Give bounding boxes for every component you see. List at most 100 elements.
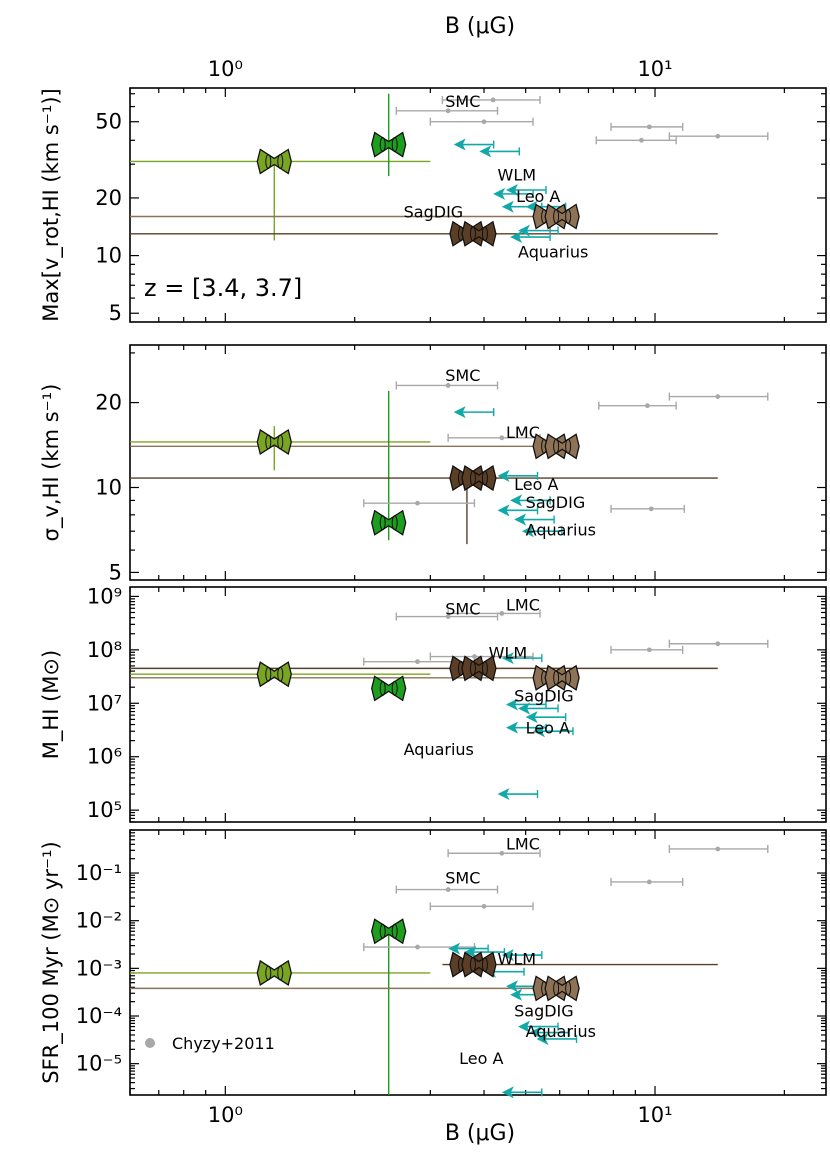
sim-marker-inner-right xyxy=(277,153,284,169)
upper-limit-arrow xyxy=(514,513,527,526)
upper-limit-arrow xyxy=(453,406,466,419)
galaxy-label: SMC xyxy=(445,599,480,618)
sim-marker-offset-inner-left xyxy=(553,208,560,224)
y-axis-title: σ_v,HI (km s⁻¹) xyxy=(39,384,64,542)
panel-frame xyxy=(129,344,827,581)
upper-limit-arrow xyxy=(464,946,477,959)
y-tick-label: 10⁻³ xyxy=(76,956,122,980)
sim-marker-inner-left xyxy=(379,680,386,696)
y-tick-label: 10⁻⁵ xyxy=(76,1052,122,1076)
upper-limit-arrow xyxy=(506,698,519,711)
observed-point xyxy=(646,647,652,653)
sim-marker-offset-inner-right xyxy=(565,670,572,686)
upper-limit-arrow xyxy=(497,788,510,801)
upper-limit-arrow xyxy=(501,949,514,962)
y-tick-label: 10⁻⁴ xyxy=(76,1004,122,1028)
sim-marker-inner-right xyxy=(391,137,398,153)
observed-point xyxy=(715,846,721,852)
sim-marker-offset-inner-right xyxy=(565,208,572,224)
observed-point xyxy=(499,611,505,616)
sim-marker-inner-left xyxy=(265,666,272,682)
upper-limit-arrow xyxy=(518,702,531,715)
upper-limit-arrow xyxy=(521,525,534,538)
sim-marker-inner-right xyxy=(277,434,284,450)
upper-limit-arrow xyxy=(510,231,523,244)
observed-point xyxy=(445,108,451,114)
sim-marker-inner-left xyxy=(379,923,386,939)
y-axis-title: M_HI (M⊙) xyxy=(39,650,64,759)
galaxy-label: WLM xyxy=(498,166,537,185)
top-x-tick-label: 10⁰ xyxy=(208,57,243,81)
galaxy-label: SMC xyxy=(445,366,480,385)
upper-limit-arrow xyxy=(506,721,519,734)
y-tick-label: 10⁵ xyxy=(87,798,122,822)
upper-limit-arrow xyxy=(506,184,519,197)
upper-limit-arrow xyxy=(479,145,492,158)
upper-limit-arrow xyxy=(518,1020,531,1033)
y-tick-label: 50 xyxy=(95,110,122,134)
galaxy-label: WLM xyxy=(498,950,537,969)
sim-marker xyxy=(371,675,407,702)
galaxy-label: LMC xyxy=(506,596,540,615)
sim-marker-inner-left xyxy=(265,153,272,169)
y-tick-label: 10⁸ xyxy=(87,638,122,662)
y-tick-label: 10⁷ xyxy=(87,691,122,715)
legend-label: Chyzy+2011 xyxy=(172,1034,275,1053)
sim-marker-inner-right xyxy=(277,666,284,682)
sim-marker-offset-inner-left xyxy=(469,470,476,486)
sim-marker-inner-left xyxy=(379,137,386,153)
upper-limit-arrow xyxy=(501,200,514,213)
upper-limit-arrow xyxy=(510,494,523,507)
upper-limit-arrow xyxy=(448,942,461,955)
upper-limit-arrow xyxy=(518,224,531,237)
observed-point xyxy=(648,506,654,512)
galaxy-label: Leo A xyxy=(516,187,560,206)
galaxy-label: Aquarius xyxy=(518,243,588,262)
galaxy-label: Aquarius xyxy=(526,520,596,539)
sim-marker-inner-right xyxy=(391,923,398,939)
upper-limit-arrow xyxy=(501,652,514,665)
panel-frame xyxy=(129,87,827,323)
observed-point xyxy=(472,654,477,659)
sim-marker-offset-inner-left xyxy=(553,980,560,996)
observed-point xyxy=(644,403,650,409)
observed-point xyxy=(445,383,451,388)
observed-point xyxy=(646,879,652,885)
observed-point xyxy=(445,887,451,892)
sim-marker-offset-inner-right xyxy=(481,957,488,973)
galaxy-label: Leo A xyxy=(459,1049,503,1068)
upper-limit-arrow xyxy=(501,1086,514,1099)
observed-point xyxy=(639,137,644,143)
sim-marker xyxy=(256,959,292,987)
galaxy-label: LMC xyxy=(506,834,540,853)
sim-marker-inner-left xyxy=(379,515,386,531)
sim-marker-offset-inner-right xyxy=(565,438,572,454)
galaxy-label: Aquarius xyxy=(404,740,474,759)
galaxy-label: SagDIG xyxy=(514,1002,574,1021)
sim-marker-offset-inner-right xyxy=(481,660,488,676)
y-axis-title: Max[v_rot,HI (km s⁻¹)] xyxy=(39,88,64,321)
legend: Chyzy+2011 xyxy=(145,1034,275,1053)
y-tick-label: 10 xyxy=(95,244,122,268)
upper-limit-arrow xyxy=(493,187,506,200)
y-axis-title: SFR_100 Myr (M⊙ yr⁻¹) xyxy=(39,841,64,1083)
galaxy-label: WLM xyxy=(489,643,528,662)
y-tick-label: 10⁻¹ xyxy=(76,861,122,885)
galaxy-label: Leo A xyxy=(514,475,558,494)
sim-marker-offset-inner-right xyxy=(481,226,488,242)
upper-limit-arrow xyxy=(506,980,519,993)
observed-point xyxy=(490,97,496,103)
upper-limit-arrow xyxy=(453,138,466,151)
bottom-x-tick-label: 10¹ xyxy=(637,1103,672,1127)
sim-marker-offset-inner-left xyxy=(553,438,560,454)
upper-limit-arrow xyxy=(532,725,545,738)
y-tick-label: 20 xyxy=(95,391,122,415)
sim-marker-offset-inner-right xyxy=(565,980,572,996)
sim-marker-offset-inner-left xyxy=(553,670,560,686)
legend-marker xyxy=(145,1038,155,1048)
observed-point xyxy=(415,659,420,665)
